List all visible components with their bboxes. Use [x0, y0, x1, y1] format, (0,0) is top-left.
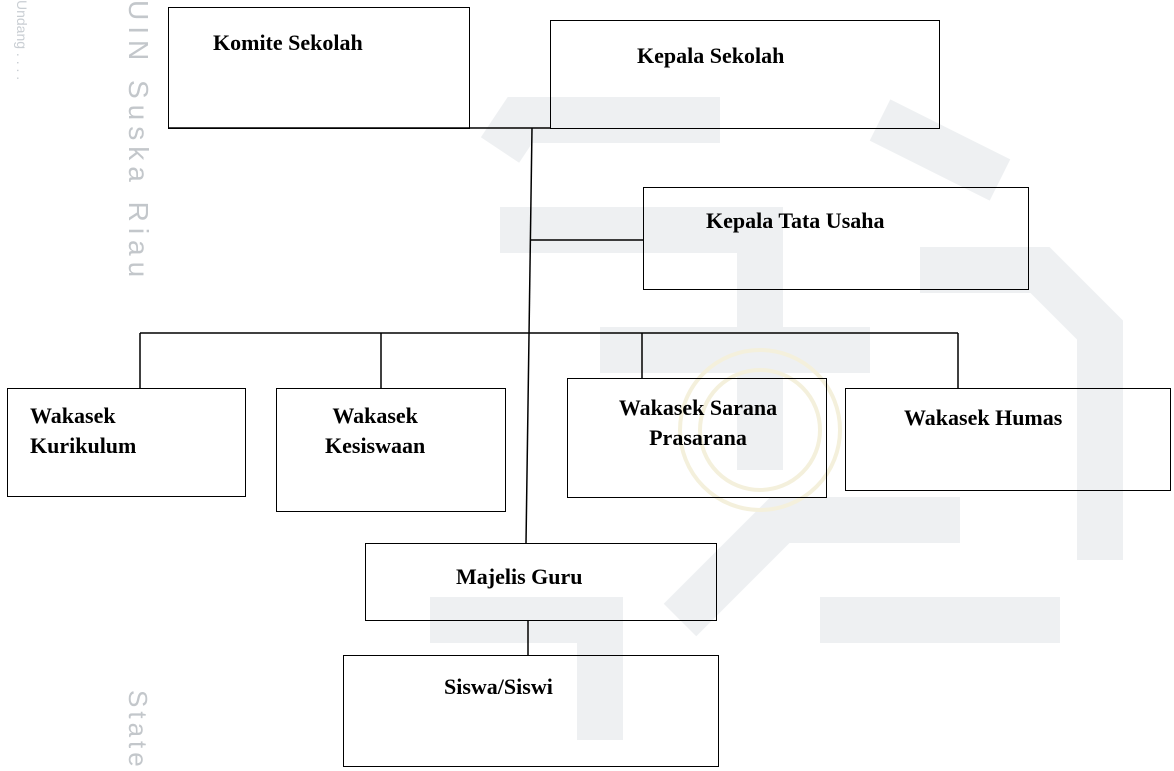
wakasek-kurikulum-label: Wakasek Kurikulum [30, 403, 137, 458]
wakasek-sarana-prasarana-label: Wakasek Sarana Prasarana [618, 395, 778, 450]
kepala-tata-usaha-box: Kepala Tata Usaha [643, 187, 1029, 290]
siswa-siswi-label: Siswa/Siswi [444, 674, 553, 699]
siswa-siswi-box: Siswa/Siswi [343, 655, 719, 767]
wakasek-kesiswaan-label: Wakasek Kesiswaan [325, 403, 426, 458]
kepala-sekolah-label: Kepala Sekolah [637, 43, 785, 68]
watermark-brand-text: UIN Suska Riau [123, 0, 154, 284]
majelis-guru-box: Majelis Guru [365, 543, 717, 621]
wakasek-humas-label: Wakasek Humas [904, 405, 1063, 430]
wakasek-kesiswaan-box: Wakasek Kesiswaan [276, 388, 506, 512]
sidebar-note: Undang . . . . [14, 0, 30, 81]
connector-main-vertical [525, 127, 533, 544]
watermark-state-text: State [123, 690, 153, 771]
kepala-tata-usaha-label: Kepala Tata Usaha [706, 208, 885, 233]
komite-sekolah-label: Komite Sekolah [213, 30, 363, 55]
komite-sekolah-box: Komite Sekolah [168, 7, 470, 129]
wakasek-humas-box: Wakasek Humas [845, 388, 1171, 491]
kepala-sekolah-box: Kepala Sekolah [550, 20, 940, 129]
majelis-guru-label: Majelis Guru [456, 564, 583, 589]
wakasek-sarana-prasarana-box: Wakasek Sarana Prasarana [567, 378, 827, 498]
wakasek-kurikulum-box: Wakasek Kurikulum [7, 388, 246, 497]
